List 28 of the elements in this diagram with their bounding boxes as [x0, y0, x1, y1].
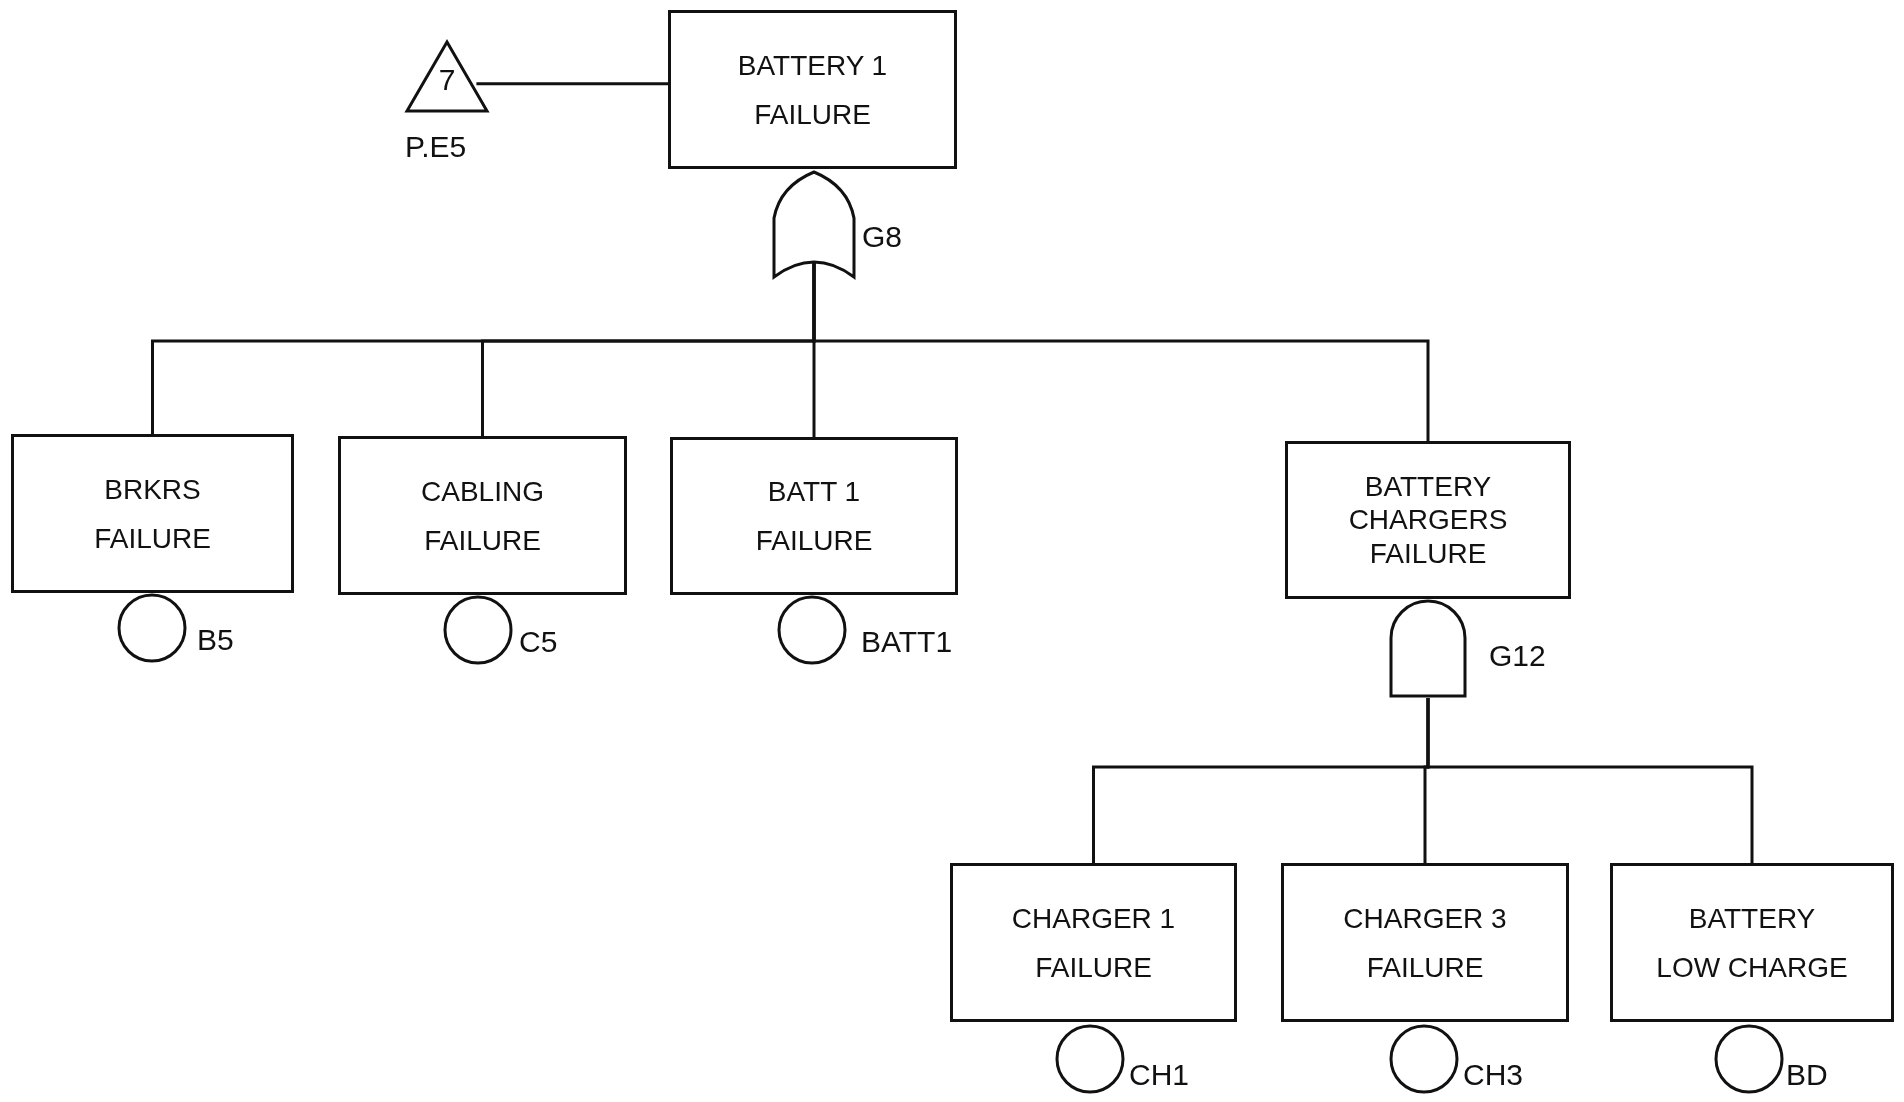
connector-line — [812, 263, 1430, 441]
event-label: C5 — [519, 625, 558, 659]
event-box — [11, 434, 294, 593]
event-text: BRKRS FAILURE — [93, 472, 212, 556]
event-text: BATT 1 FAILURE — [754, 475, 874, 558]
event-label: G12 — [1489, 639, 1546, 673]
event-text: BATTERY LOW CHARGE — [1655, 901, 1849, 985]
event-label: G8 — [862, 220, 903, 254]
transfer-number: 7 — [437, 61, 457, 98]
event-label: CH1 — [1129, 1058, 1189, 1092]
event-label: BD — [1786, 1058, 1828, 1092]
event-text: CHARGER 1 FAILURE — [1010, 901, 1177, 985]
event-text: CHARGER 3 FAILURE — [1342, 901, 1508, 985]
event-label: B5 — [197, 623, 234, 657]
event-text: BATTERY 1 FAILURE — [736, 48, 889, 132]
event-text: CABLING FAILURE — [420, 474, 545, 558]
connector-line — [476, 82, 668, 86]
event-label: CH3 — [1463, 1058, 1523, 1092]
event-box — [1285, 441, 1571, 599]
event-label: BATT1 — [861, 625, 953, 659]
connector-line — [1426, 698, 1754, 863]
event-box — [338, 436, 627, 595]
event-label: P.E5 — [405, 130, 467, 164]
event-box — [950, 863, 1237, 1022]
event-box — [1610, 863, 1894, 1022]
event-box — [670, 437, 958, 595]
event-box — [1281, 863, 1569, 1022]
event-text: BATTERY CHARGERS FAILURE — [1347, 469, 1509, 571]
